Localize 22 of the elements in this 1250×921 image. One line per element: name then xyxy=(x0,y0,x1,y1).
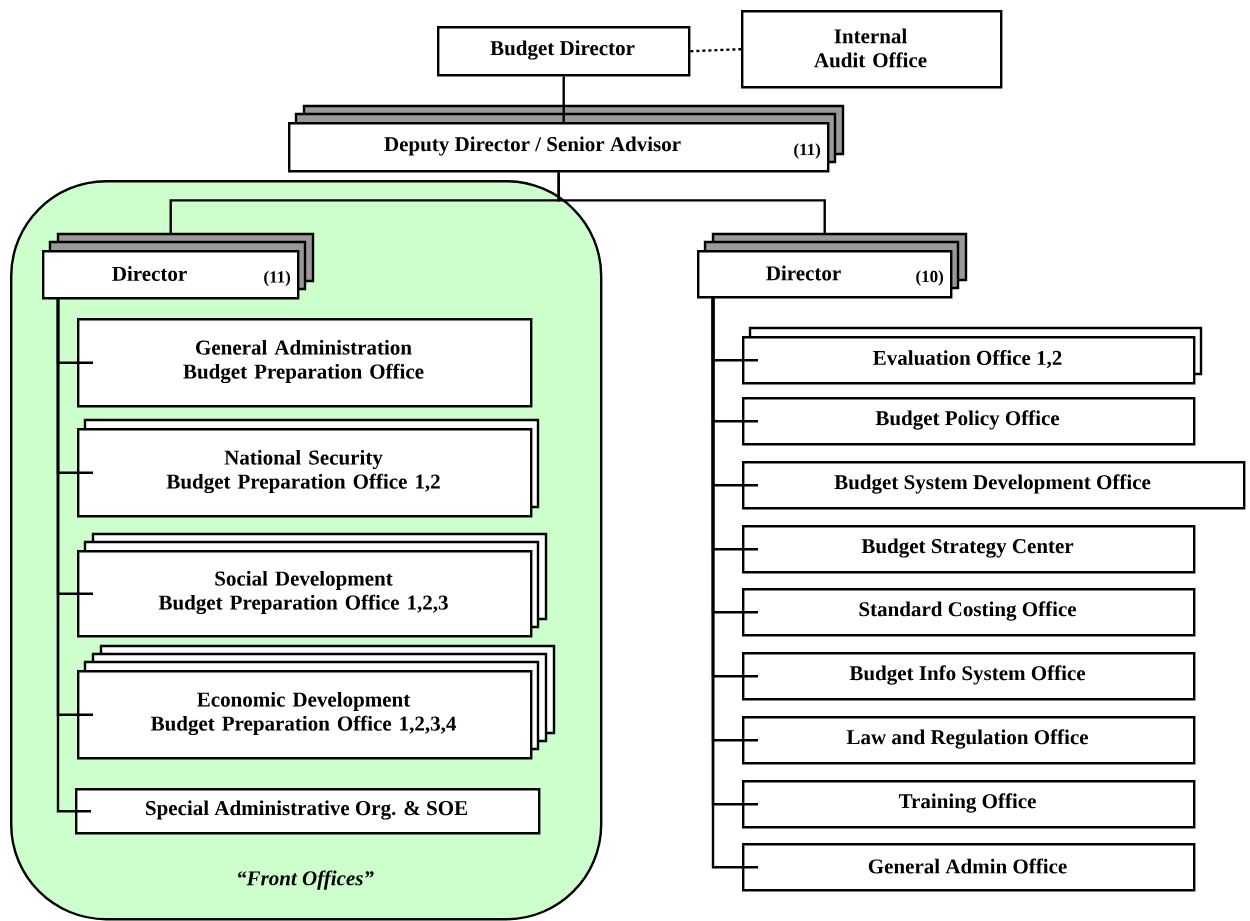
dotted-line xyxy=(690,48,742,53)
connector-line xyxy=(557,172,826,234)
office-box: Special Administrative Org. & SOE xyxy=(75,788,541,835)
office-box: Budget Info System Office xyxy=(742,652,1196,701)
office-box: Budget System Development Office xyxy=(742,461,1246,510)
stacked-box: Director (10) xyxy=(697,232,968,299)
office-box: Training Office xyxy=(742,780,1196,829)
office-box: General Administration Budget Preparation Office xyxy=(77,318,533,408)
stacked-box: Social Development Budget Preparation Office 1,2,3 xyxy=(77,532,548,638)
stacked-box: Deputy Director / Senior Advisor (11) xyxy=(288,104,845,173)
stacked-box: National Security Budget Preparation Office 1,2 xyxy=(77,418,540,518)
office-box: Budget Strategy Center xyxy=(742,525,1196,574)
office-box: Law and Regulation Office xyxy=(742,716,1196,765)
stacked-box: Director (11) xyxy=(42,232,315,300)
stacked-box: Economic Development Budget Preparation Office 1,2,3,4 xyxy=(77,644,556,760)
stacked-box: Evaluation Office 1,2 xyxy=(742,326,1203,385)
office-box: General Admin Office xyxy=(742,843,1196,892)
office-box: Budget Policy Office xyxy=(742,397,1196,446)
position-box: Budget Director xyxy=(437,26,691,77)
connector-line xyxy=(562,76,565,122)
office-box: Internal Audit Office xyxy=(741,10,1003,89)
office-box: Standard Costing Office xyxy=(742,588,1196,637)
